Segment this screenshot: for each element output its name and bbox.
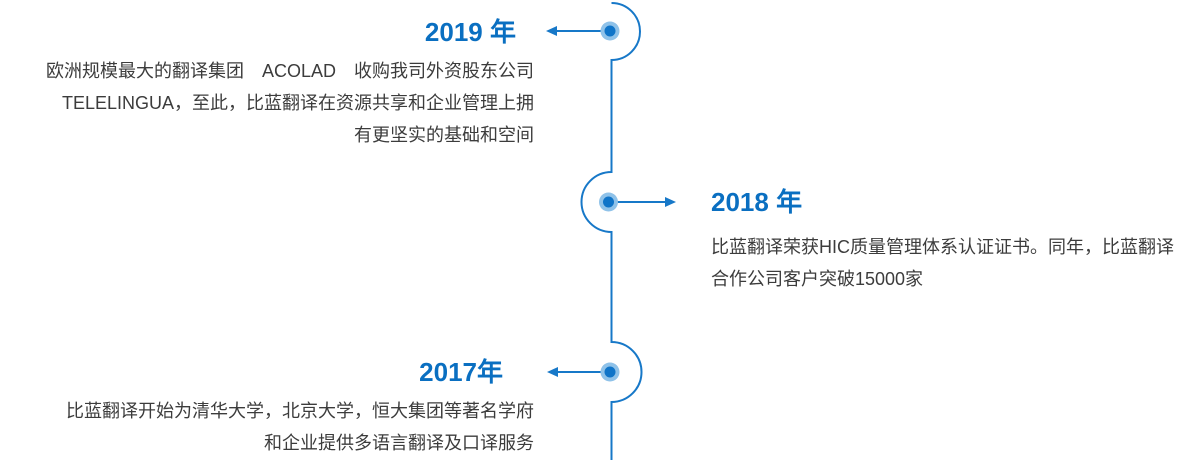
timeline-node-2019 [600, 21, 620, 41]
milestone-text-line: 合作公司客户突破15000家 [711, 269, 924, 289]
milestone-text-line: 和企业提供多语言翻译及口译服务 [264, 433, 534, 453]
arrow-2017 [547, 367, 602, 377]
milestone-text-line: 有更坚实的基础和空间 [354, 125, 534, 145]
milestone-text-line: 比蓝翻译荣获HIC质量管理体系认证证书。同年，比蓝翻译 [711, 237, 1174, 257]
timeline-node-2018 [599, 192, 618, 212]
arrow-2019 [546, 26, 601, 36]
milestone-text-line: TELELINGUA，至此，比蓝翻译在资源共享和企业管理上拥 [61, 93, 534, 113]
timeline-node-2017 [600, 362, 620, 382]
milestone-text-2018: 比蓝翻译荣获HIC质量管理体系认证证书。同年，比蓝翻译 合作公司客户突破1500… [711, 231, 1191, 295]
timeline-spine [580, 2, 643, 460]
year-label-2018: 2018 年 [711, 187, 803, 217]
year-label-2019: 2019 年 [424, 17, 516, 47]
milestone-text-2019: 欧洲规模最大的翻译集团 ACOLAD 收购我司外资股东公司 TELELINGUA… [25, 55, 534, 151]
arrow-2018 [616, 197, 676, 207]
milestone-text-2017: 比蓝翻译开始为清华大学，北京大学，恒大集团等著名学府 和企业提供多语言翻译及口译… [25, 395, 534, 459]
year-label-2017: 2017年 [419, 357, 503, 387]
milestone-text-line: 比蓝翻译开始为清华大学，北京大学，恒大集团等著名学府 [66, 401, 534, 421]
milestone-text-line: 欧洲规模最大的翻译集团 ACOLAD 收购我司外资股东公司 [45, 61, 534, 81]
